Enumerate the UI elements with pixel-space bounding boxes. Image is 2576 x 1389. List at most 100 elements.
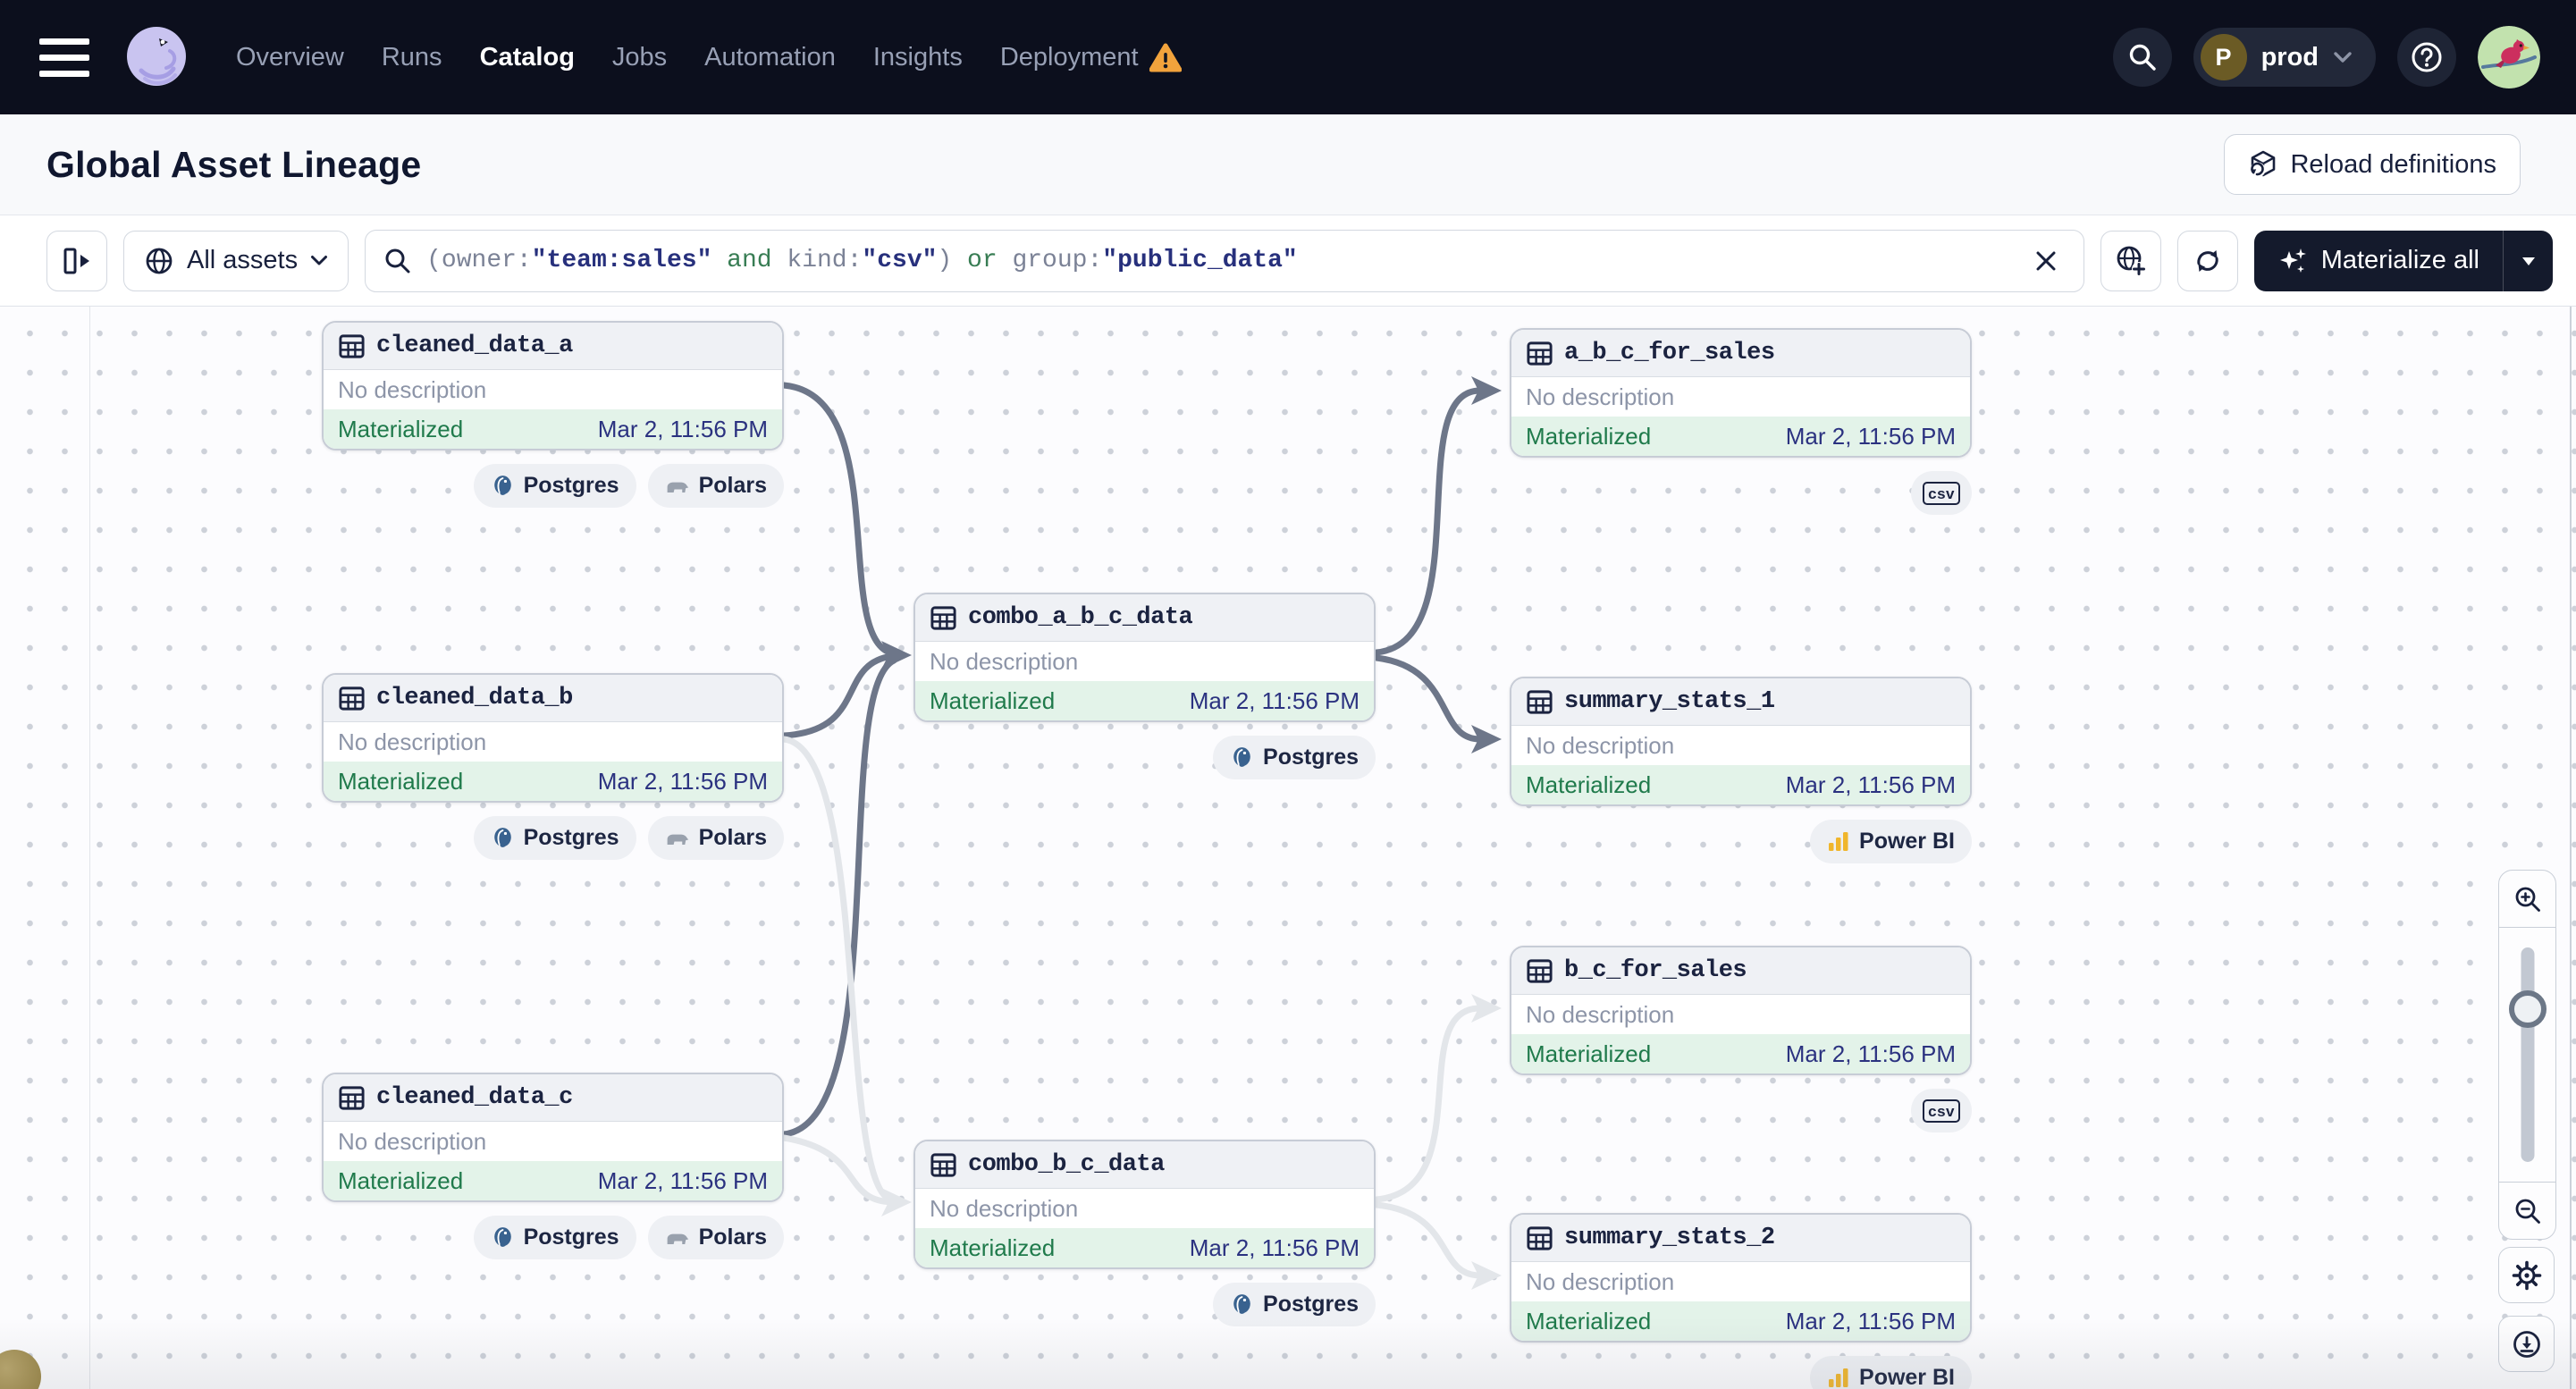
view-full-graph-button[interactable] [2100, 230, 2161, 291]
materialization-timestamp[interactable]: Mar 2, 11:56 PM [597, 767, 768, 795]
deployment-name: prod [2260, 42, 2319, 72]
nav-label: Deployment [999, 42, 1139, 72]
kind-badge-polars[interactable]: Polars [647, 816, 784, 860]
asset-scope-label: All assets [187, 246, 299, 274]
download-image-button[interactable] [2498, 1316, 2555, 1372]
asset-node-summary-stats-2[interactable]: summary_stats_2 No description Materiali… [1510, 1213, 1972, 1389]
kind-badge-postgres[interactable]: Postgres [1213, 1283, 1376, 1326]
zoom-in-icon [2515, 887, 2540, 912]
query-segment: "csv" [862, 247, 938, 274]
query-segment: or [952, 247, 1013, 274]
globe-icon [146, 248, 173, 274]
asset-name: b_c_for_sales [1564, 957, 1747, 984]
primary-nav: Overview Runs Catalog Jobs Automation In… [236, 43, 1182, 72]
kind-badge-polars[interactable]: Polars [647, 464, 784, 508]
kind-badge-powerbi[interactable]: Power BI [1810, 820, 1972, 863]
user-avatar[interactable] [2478, 26, 2540, 88]
kind-badge-csv[interactable]: csv [1911, 1089, 1972, 1132]
kind-badges: csv [1911, 1089, 1972, 1132]
asset-status-row: Materialized Mar 2, 11:56 PM [1511, 1034, 1970, 1073]
search-icon [2129, 44, 2156, 71]
asset-name: combo_a_b_c_data [968, 604, 1193, 631]
table-icon [1527, 689, 1553, 714]
status-badge: Materialized [1526, 1040, 1652, 1067]
kind-badge-powerbi[interactable]: Power BI [1810, 1356, 1972, 1389]
nav-item-insights[interactable]: Insights [873, 43, 963, 72]
dagster-logo[interactable] [120, 21, 193, 94]
asset-name: combo_b_c_data [968, 1151, 1165, 1178]
nav-item-overview[interactable]: Overview [236, 43, 344, 72]
zoom-out-button[interactable] [2499, 1182, 2555, 1239]
zoom-in-button[interactable] [2499, 871, 2555, 928]
lineage-canvas[interactable]: cleaned_data_a No description Materializ… [0, 307, 2576, 1389]
asset-node-summary-stats-1[interactable]: summary_stats_1 No description Materiali… [1510, 677, 1972, 863]
materialization-timestamp[interactable]: Mar 2, 11:56 PM [1785, 1040, 1956, 1067]
nav-label: Automation [704, 42, 836, 72]
asset-search-input[interactable]: (owner:"team:sales" and kind:"csv") or g… [365, 229, 2084, 292]
kind-badge-postgres[interactable]: Postgres [1213, 736, 1376, 779]
materialization-timestamp[interactable]: Mar 2, 11:56 PM [1785, 1307, 1956, 1334]
help-button[interactable] [2397, 28, 2456, 87]
nav-label: Insights [872, 42, 963, 72]
query-segment: and [711, 247, 787, 274]
materialize-all-button[interactable]: Materialize all [2254, 231, 2503, 291]
kind-badge-csv[interactable]: csv [1911, 471, 1972, 515]
materialization-timestamp[interactable]: Mar 2, 11:56 PM [1785, 422, 1956, 450]
zoom-slider-thumb[interactable] [2508, 990, 2547, 1028]
asset-card-header: b_c_for_sales [1511, 947, 1970, 995]
asset-node-a-b-c-for-sales[interactable]: a_b_c_for_sales No description Materiali… [1510, 328, 1972, 515]
status-badge: Materialized [1526, 1307, 1652, 1334]
asset-node-combo-a-b-c-data[interactable]: combo_a_b_c_data No description Material… [913, 593, 1376, 779]
zoom-slider[interactable] [2499, 928, 2555, 1182]
menu-icon[interactable] [36, 28, 95, 87]
nav-item-deployment[interactable]: Deployment [1000, 43, 1182, 72]
clear-search-button[interactable] [2026, 241, 2066, 281]
materialization-timestamp[interactable]: Mar 2, 11:56 PM [1189, 1233, 1360, 1261]
nav-item-automation[interactable]: Automation [704, 43, 836, 72]
deployment-switcher[interactable]: P prod [2193, 28, 2376, 87]
asset-node-cleaned-data-a[interactable]: cleaned_data_a No description Materializ… [322, 321, 784, 508]
asset-scope-dropdown[interactable]: All assets [123, 230, 349, 291]
chevron-down-icon [2334, 52, 2352, 63]
asset-name: a_b_c_for_sales [1564, 340, 1775, 366]
materialization-timestamp[interactable]: Mar 2, 11:56 PM [1785, 770, 1956, 798]
asset-card-header: cleaned_data_b [324, 675, 782, 722]
asset-card: cleaned_data_a No description Materializ… [322, 321, 784, 450]
refresh-button[interactable] [2176, 230, 2238, 291]
asset-card: b_c_for_sales No description Materialize… [1510, 946, 1972, 1075]
warning-icon [1149, 43, 1182, 72]
asset-node-cleaned-data-c[interactable]: cleaned_data_c No description Materializ… [322, 1073, 784, 1259]
kind-badge-postgres[interactable]: Postgres [473, 464, 636, 508]
materialization-timestamp[interactable]: Mar 2, 11:56 PM [597, 1166, 768, 1194]
kind-badge-label: Postgres [1263, 1292, 1359, 1317]
reload-definitions-label: Reload definitions [2290, 149, 2496, 179]
materialize-options-button[interactable] [2503, 230, 2553, 291]
status-badge: Materialized [338, 415, 464, 442]
kind-badge-postgres[interactable]: Postgres [473, 1216, 636, 1259]
asset-card-header: summary_stats_1 [1511, 678, 1970, 726]
asset-node-b-c-for-sales[interactable]: b_c_for_sales No description Materialize… [1510, 946, 1972, 1132]
kind-badge-postgres[interactable]: Postgres [473, 816, 636, 860]
zoom-slider-track[interactable] [2521, 947, 2534, 1162]
asset-status-row: Materialized Mar 2, 11:56 PM [1511, 417, 1970, 456]
search-button[interactable] [2112, 28, 2172, 87]
status-badge: Materialized [930, 686, 1056, 714]
asset-status-row: Materialized Mar 2, 11:56 PM [1511, 1301, 1970, 1341]
polars-bear-icon [667, 482, 688, 492]
zoom-controls [2498, 870, 2556, 1240]
nav-item-catalog[interactable]: Catalog [480, 43, 575, 72]
materialization-timestamp[interactable]: Mar 2, 11:56 PM [1189, 686, 1360, 714]
reload-definitions-button[interactable]: Reload definitions [2224, 134, 2521, 195]
nav-item-runs[interactable]: Runs [382, 43, 442, 72]
asset-card-header: a_b_c_for_sales [1511, 330, 1970, 377]
nav-item-jobs[interactable]: Jobs [612, 43, 667, 72]
corner-artifact [0, 1350, 41, 1389]
kind-badge-polars[interactable]: Polars [647, 1216, 784, 1259]
materialization-timestamp[interactable]: Mar 2, 11:56 PM [597, 415, 768, 442]
query-segment: kind: [787, 247, 863, 274]
open-left-panel-button[interactable] [46, 230, 107, 291]
asset-node-cleaned-data-b[interactable]: cleaned_data_b No description Materializ… [322, 673, 784, 860]
asset-node-combo-b-c-data[interactable]: combo_b_c_data No description Materializ… [913, 1140, 1376, 1326]
graph-settings-button[interactable] [2498, 1247, 2555, 1303]
